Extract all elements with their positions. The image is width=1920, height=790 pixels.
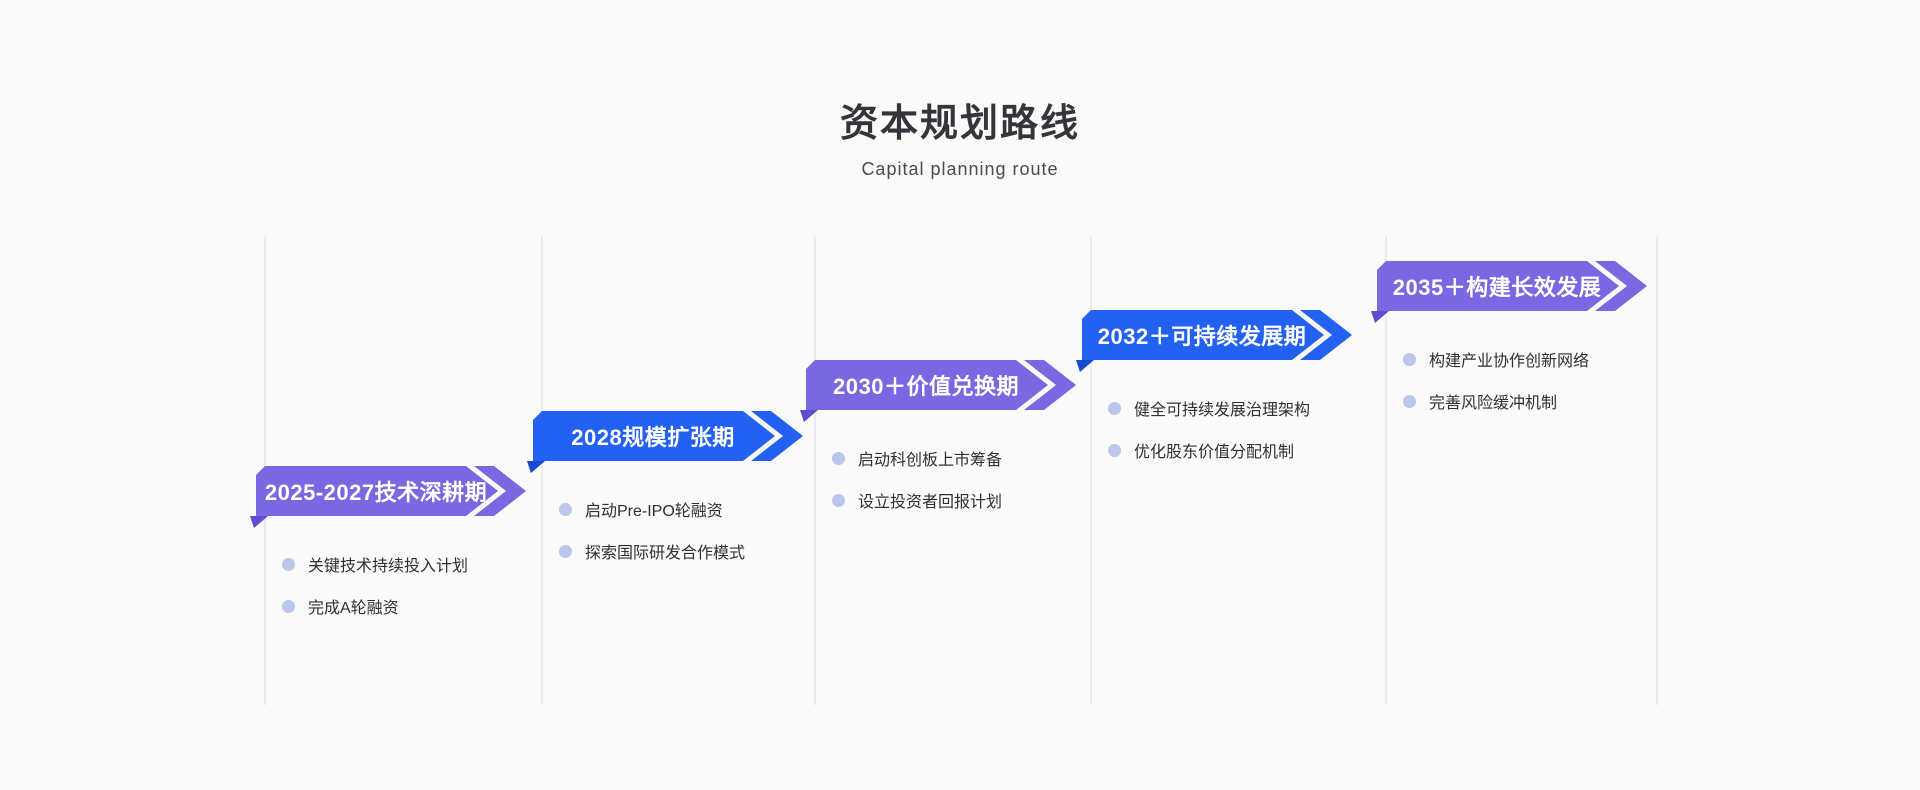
milestone-item: 探索国际研发合作模式 (559, 539, 745, 563)
milestone-label: 关键技术持续投入计划 (308, 558, 469, 575)
milestone-label: 启动Pre-IPO轮融资 (585, 503, 723, 520)
milestone-bullet-icon (282, 599, 295, 613)
stage-banner: 2028规模扩张期 (527, 411, 803, 473)
stage-label: 2035＋构建长效发展 (1392, 275, 1602, 300)
stage-banner-ribbon (1082, 310, 1324, 360)
timeline-column-line (1385, 236, 1387, 705)
milestone-label: 完善风险缓冲机制 (1429, 395, 1558, 412)
milestone-label: 健全可持续发展治理架构 (1134, 402, 1311, 419)
milestone-label: 完成A轮融资 (308, 600, 399, 617)
page-subtitle: Capital planning route (861, 159, 1059, 179)
milestone-bullet-icon (832, 493, 845, 507)
milestone-bullet-icon (559, 502, 572, 516)
milestone-item: 设立投资者回报计划 (832, 488, 1002, 512)
stage-banner-ribbon (806, 360, 1048, 410)
milestone-label: 构建产业协作创新网络 (1429, 353, 1590, 370)
milestone-item: 健全可持续发展治理架构 (1108, 396, 1310, 420)
milestone-bullet-icon (559, 544, 572, 558)
milestone-item: 完善风险缓冲机制 (1403, 389, 1557, 413)
stage-label: 2028规模扩张期 (571, 425, 735, 450)
milestone-item: 关键技术持续投入计划 (282, 552, 468, 576)
stage-label: 2025-2027技术深耕期 (264, 480, 488, 505)
timeline-column-line (1090, 236, 1092, 705)
milestone-bullet-icon (1403, 394, 1416, 408)
page-header: 资本规划路线 Capital planning route (0, 92, 1920, 180)
stage-label: 2032＋可持续发展期 (1097, 324, 1307, 349)
milestone-bullet-icon (832, 451, 845, 465)
stage-label: 2030＋价值兑换期 (833, 374, 1019, 399)
stage-banner: 2030＋价值兑换期 (800, 360, 1076, 422)
page-title: 资本规划路线 (839, 103, 1080, 145)
milestone-label: 优化股东价值分配机制 (1134, 444, 1295, 461)
milestone-bullet-icon (1108, 443, 1121, 457)
milestone-item: 构建产业协作创新网络 (1403, 347, 1589, 371)
milestone-item: 启动Pre-IPO轮融资 (559, 497, 723, 521)
timeline-column-line (1656, 236, 1658, 705)
timeline-column-line (814, 236, 816, 705)
milestone-item: 完成A轮融资 (282, 594, 399, 618)
milestone-label: 探索国际研发合作模式 (585, 545, 746, 562)
milestone-bullet-icon (1403, 352, 1416, 366)
milestone-item: 启动科创板上市筹备 (832, 446, 1002, 470)
stage-banner-ribbon (256, 466, 498, 516)
stage-banner: 2032＋可持续发展期 (1076, 310, 1352, 372)
stage-banner: 2035＋构建长效发展 (1371, 261, 1647, 323)
milestone-label: 设立投资者回报计划 (858, 494, 1003, 511)
milestone-item: 优化股东价值分配机制 (1108, 438, 1294, 462)
stage-banner-ribbon (1377, 261, 1619, 311)
stage-banner: 2025-2027技术深耕期 (250, 466, 526, 528)
milestone-label: 启动科创板上市筹备 (858, 452, 1003, 469)
milestone-bullet-icon (282, 557, 295, 571)
milestone-bullet-icon (1108, 401, 1121, 415)
stage-banner-ribbon (533, 411, 775, 461)
timeline-column-line (541, 236, 543, 705)
